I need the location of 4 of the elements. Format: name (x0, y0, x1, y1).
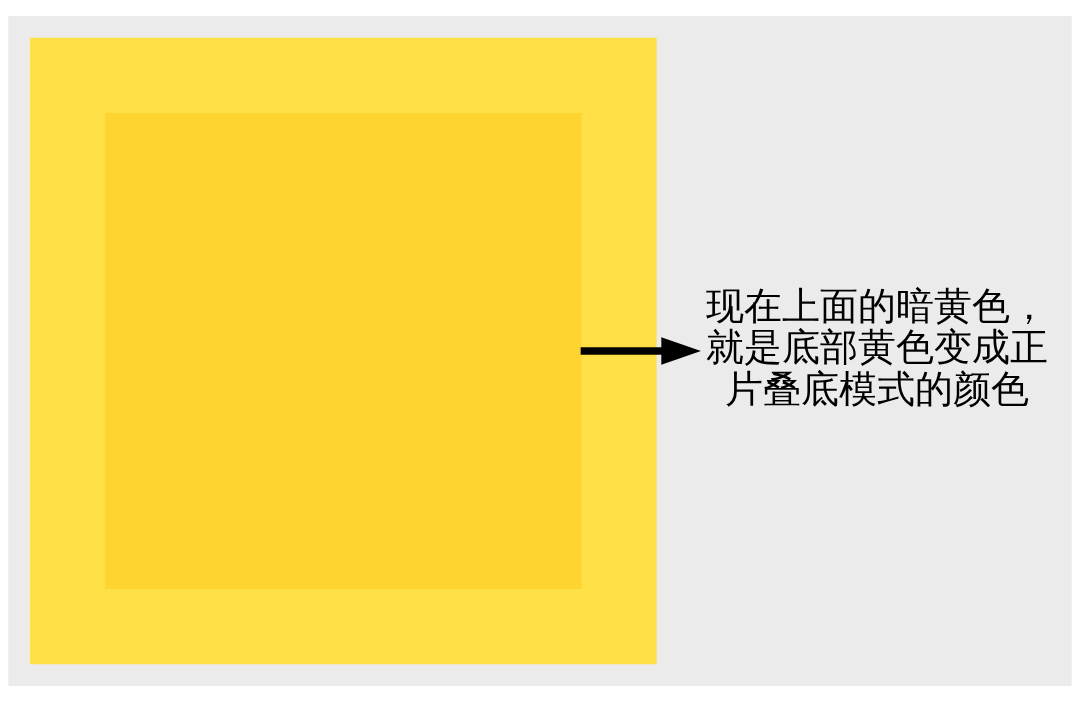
cluster (29, 37, 657, 664)
arrow (580, 336, 701, 365)
node-text: 现在上面的暗黄色，就是底部黄色变成正片叠底模式的颜色 (705, 283, 1048, 411)
node-box (105, 112, 582, 589)
